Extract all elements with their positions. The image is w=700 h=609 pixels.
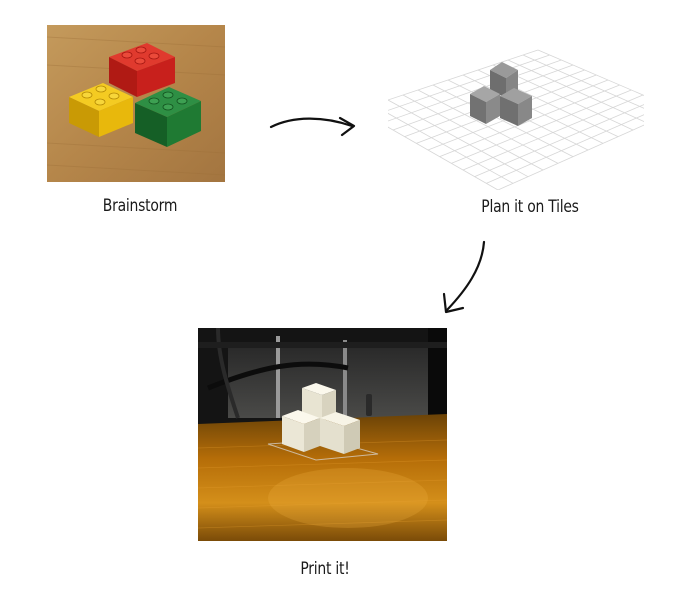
grid-line bbox=[497, 124, 644, 190]
arrow-to-print-icon bbox=[438, 238, 492, 318]
grid-line bbox=[522, 54, 644, 109]
lego-bricks-photo bbox=[47, 25, 225, 182]
grid-line bbox=[474, 104, 644, 178]
grid-line bbox=[537, 49, 644, 96]
grid-line bbox=[486, 114, 644, 184]
arrow-to-plan-icon bbox=[268, 110, 360, 140]
caption-brainstorm: Brainstorm bbox=[102, 196, 178, 216]
caption-print-it: Print it! bbox=[300, 559, 350, 579]
grid-line bbox=[388, 126, 499, 190]
3d-printer-photo bbox=[198, 328, 447, 541]
3d-grid-model bbox=[388, 40, 644, 190]
caption-plan-on-tiles: Plan it on Tiles bbox=[481, 197, 579, 217]
